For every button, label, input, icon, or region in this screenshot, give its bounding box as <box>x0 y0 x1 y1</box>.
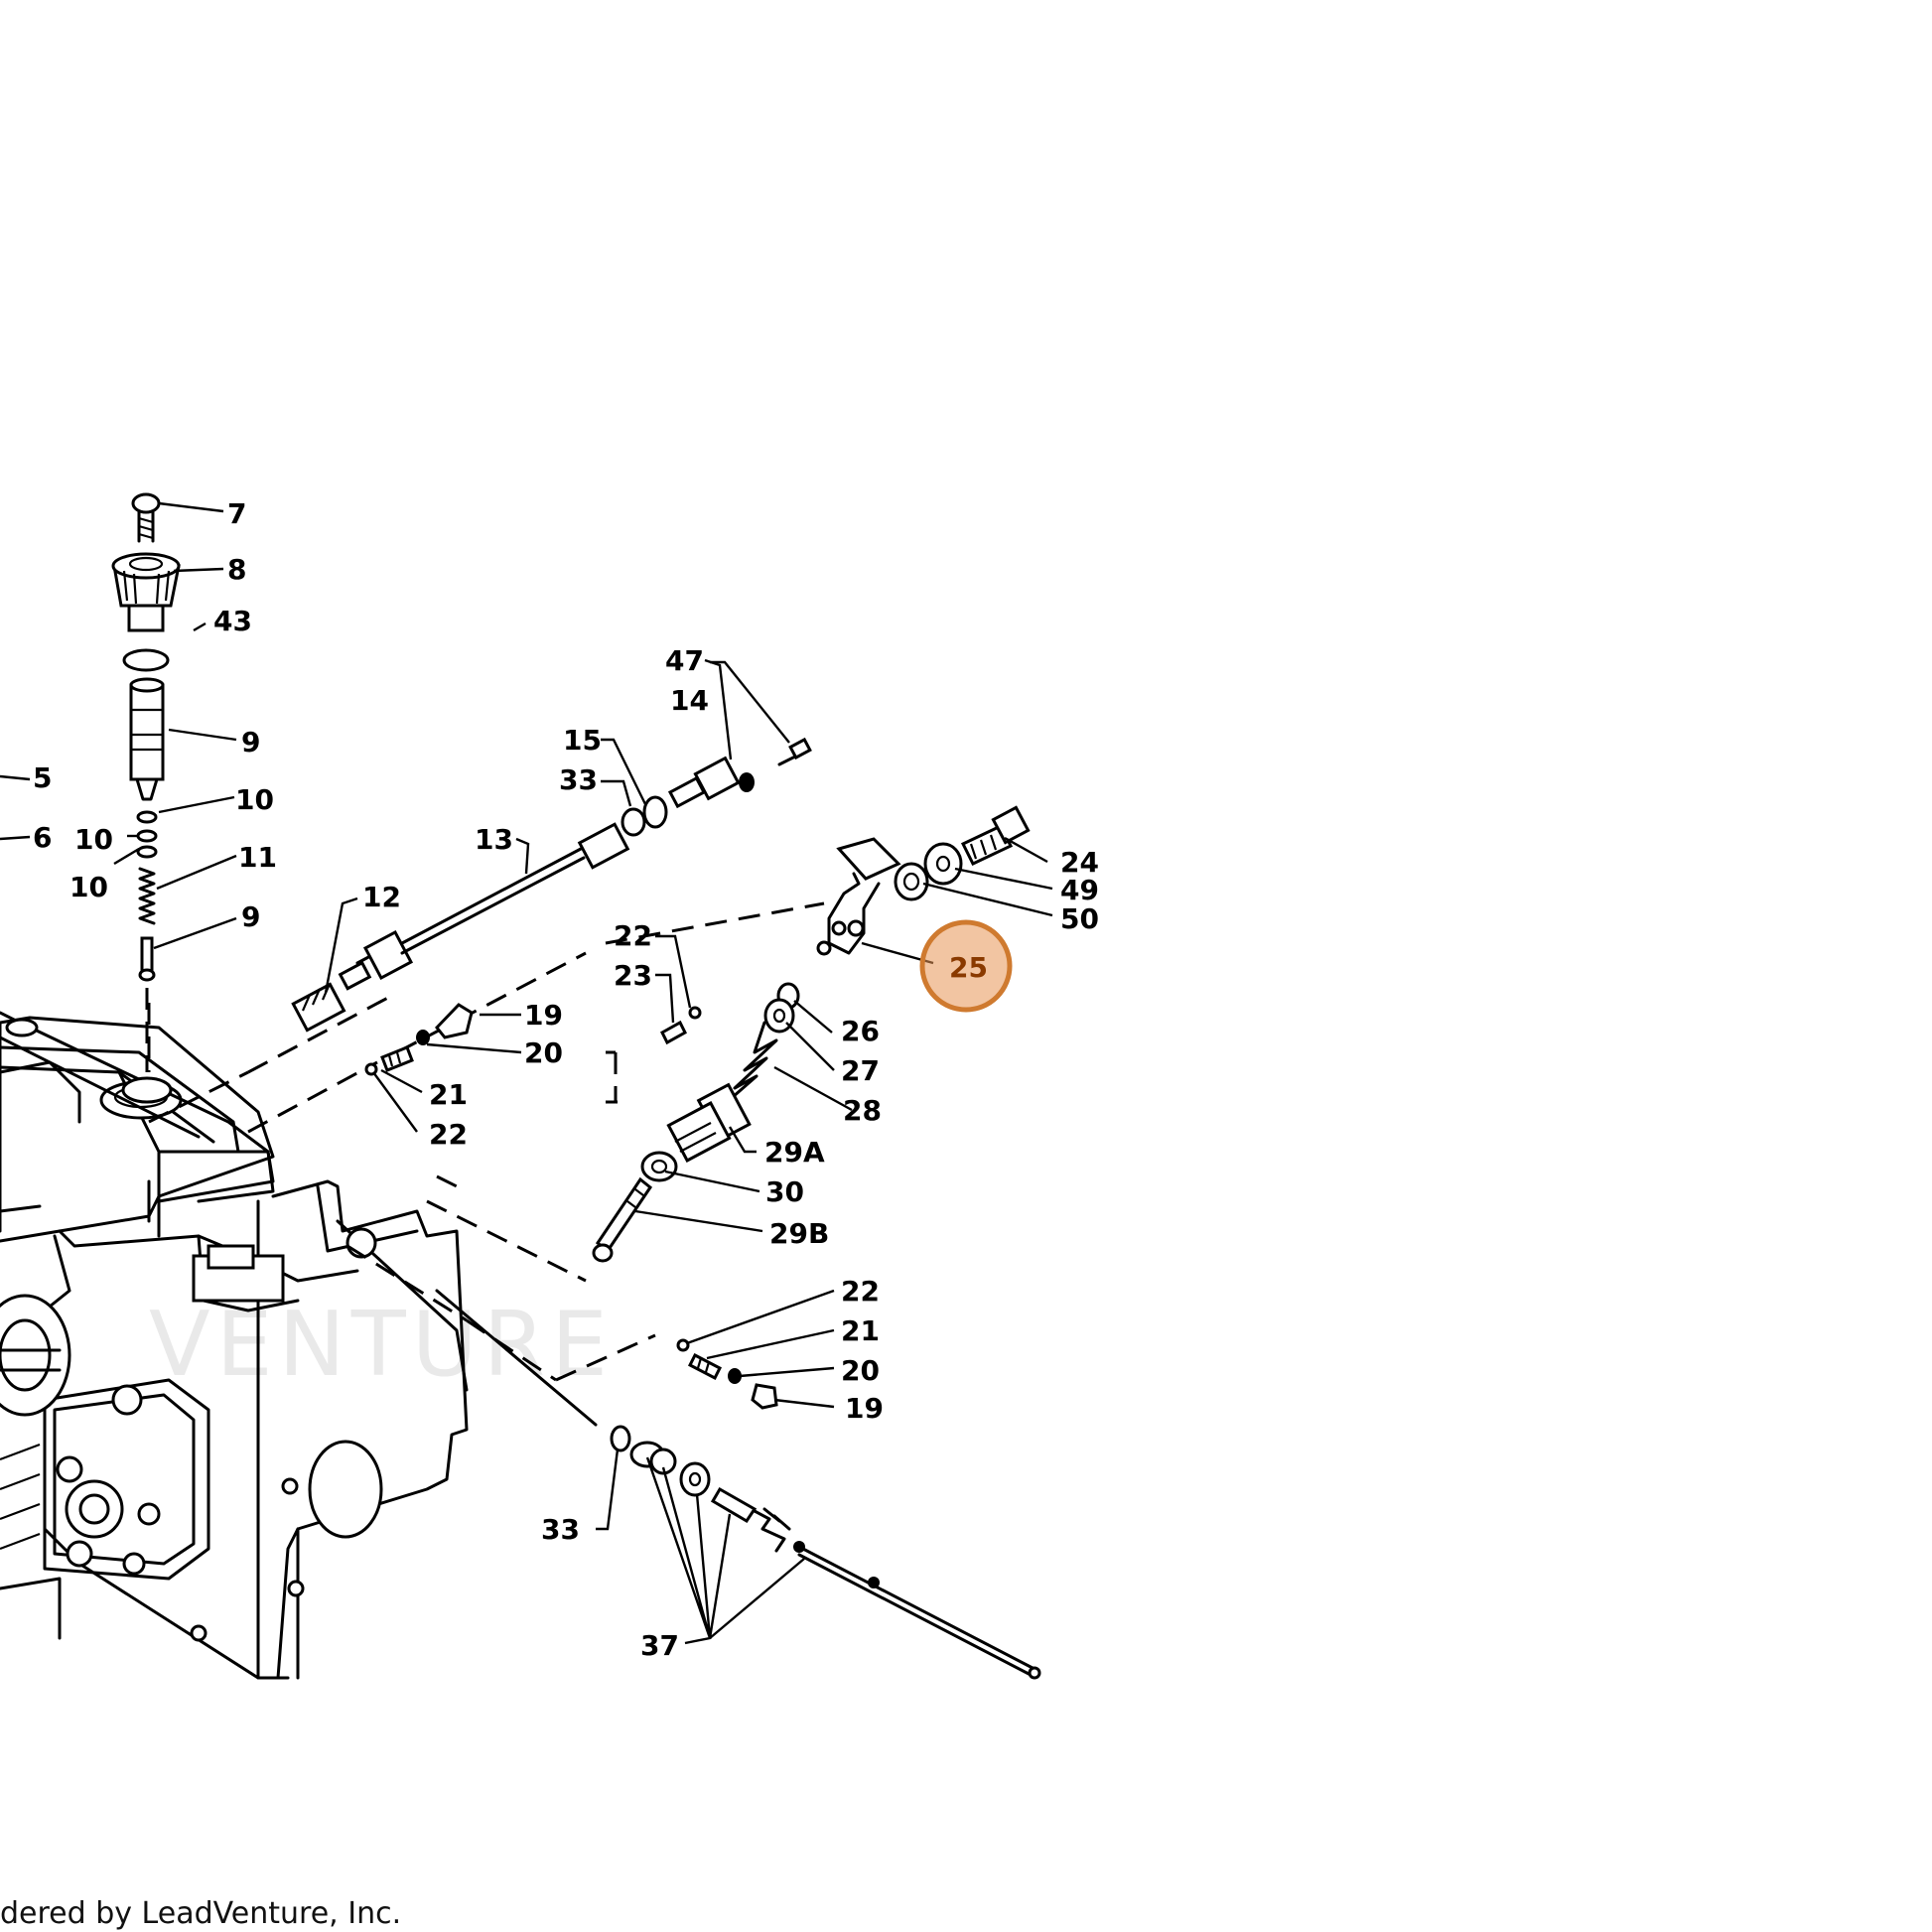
callout-37[interactable]: 37 <box>640 1629 679 1662</box>
callout-22-middle[interactable]: 22 <box>429 1118 468 1151</box>
callout-50[interactable]: 50 <box>1060 902 1099 935</box>
callout-28[interactable]: 28 <box>843 1094 882 1127</box>
upper-small-parts <box>364 1003 702 1076</box>
callout-9-lower[interactable]: 9 <box>241 900 260 933</box>
callout-21-lower[interactable]: 21 <box>841 1314 880 1347</box>
callout-20-upper[interactable]: 20 <box>524 1036 563 1069</box>
callout-10-left-lower[interactable]: 10 <box>69 871 108 903</box>
callout-26[interactable]: 26 <box>841 1015 880 1047</box>
callout-29a[interactable]: 29A <box>764 1136 825 1169</box>
callout-24[interactable]: 24 <box>1060 846 1099 879</box>
center-valve-assembly <box>592 982 800 1263</box>
callout-10-left-upper[interactable]: 10 <box>74 823 113 856</box>
upper-rod-assembly <box>291 737 812 1033</box>
callout-43[interactable]: 43 <box>213 605 252 637</box>
callout-21-upper[interactable]: 21 <box>429 1078 468 1111</box>
callout-8[interactable]: 8 <box>227 553 246 586</box>
callout-9-upper[interactable]: 9 <box>241 726 260 759</box>
watermark: VENTURE <box>149 1293 614 1397</box>
callout-33-upper[interactable]: 33 <box>559 763 598 796</box>
highlight-circle[interactable] <box>919 919 1013 1013</box>
callout-23[interactable]: 23 <box>614 959 652 992</box>
callout-13[interactable]: 13 <box>475 823 513 856</box>
callout-29b[interactable]: 29B <box>769 1217 829 1250</box>
callout-47[interactable]: 47 <box>665 644 704 677</box>
callout-11[interactable]: 11 <box>238 841 277 874</box>
callout-49[interactable]: 49 <box>1060 874 1099 906</box>
callout-5[interactable]: 5 <box>33 761 52 794</box>
highlighted-callout-25[interactable]: 25 <box>919 919 1013 1013</box>
lever-assembly <box>816 805 1031 956</box>
callout-25[interactable]: 25 <box>949 951 988 984</box>
lower-rod-assembly <box>435 1289 1041 1680</box>
leader-lines <box>0 501 1053 1645</box>
callout-15[interactable]: 15 <box>563 724 602 757</box>
callout-20-lower[interactable]: 20 <box>841 1354 880 1387</box>
callout-27[interactable]: 27 <box>841 1054 880 1087</box>
callout-19-upper[interactable]: 19 <box>524 999 563 1032</box>
callout-19-lower[interactable]: 19 <box>845 1392 884 1425</box>
footer-credit: dered by LeadVenture, Inc. <box>0 1896 402 1931</box>
callout-22-lower[interactable]: 22 <box>841 1275 880 1308</box>
callout-7[interactable]: 7 <box>227 497 246 530</box>
callout-6[interactable]: 6 <box>33 821 52 854</box>
valve-stack <box>111 492 181 1104</box>
pump-housing <box>0 1011 469 1680</box>
callout-33-lower[interactable]: 33 <box>541 1513 580 1546</box>
callout-22-top[interactable]: 22 <box>614 919 652 952</box>
callout-12[interactable]: 12 <box>362 881 401 913</box>
callout-10-right[interactable]: 10 <box>235 783 274 816</box>
lower-small-parts <box>676 1338 778 1410</box>
callout-14[interactable]: 14 <box>670 684 709 717</box>
callout-labels: 7 8 43 9 10 10 10 11 9 5 6 12 13 15 33 4… <box>33 497 1099 1662</box>
callout-30[interactable]: 30 <box>765 1175 804 1208</box>
